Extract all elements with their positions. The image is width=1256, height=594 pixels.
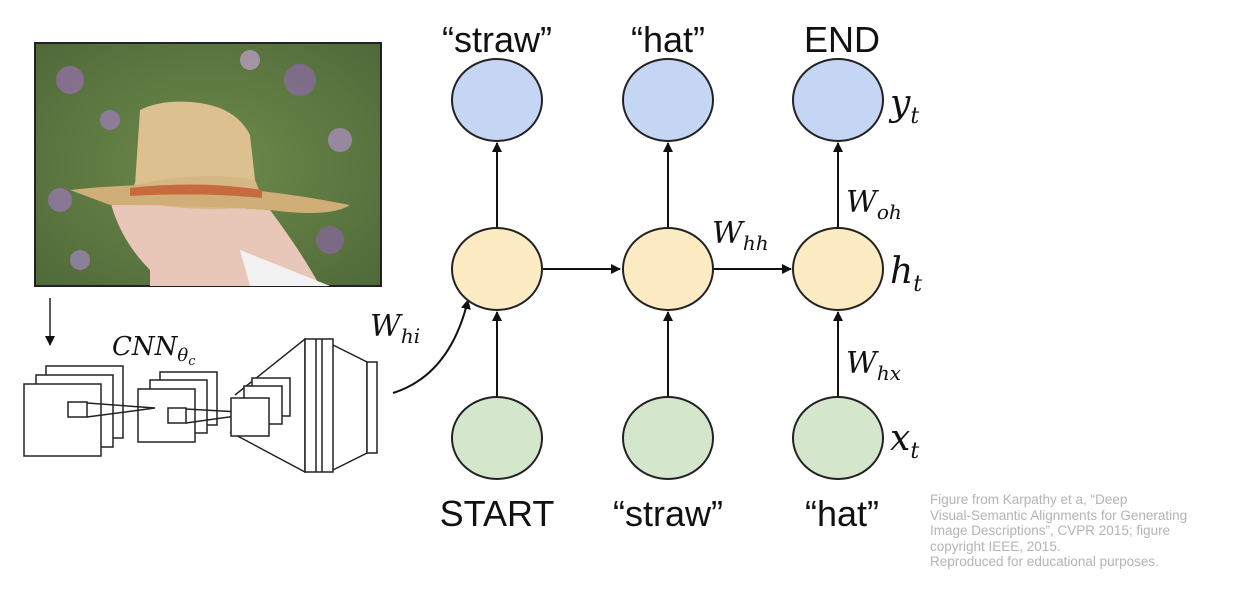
caption-line: copyright IEEE, 2015. [930, 538, 1061, 554]
whi-label: Whi [370, 309, 420, 348]
output-node-2 [622, 58, 714, 142]
input-photo [34, 42, 382, 287]
hidden-node-1 [451, 227, 543, 311]
hidden-node-2 [622, 227, 714, 311]
input-word-1: START [440, 493, 555, 534]
cnn-block [23, 298, 378, 474]
whx-label: Whx [846, 346, 901, 385]
ht-label: ht [890, 251, 922, 297]
output-word-1: “straw” [442, 19, 552, 60]
output-node-1 [451, 58, 543, 142]
xt-label: xt [890, 418, 919, 464]
yt-label: yt [888, 83, 919, 129]
cnn-label: CNNθc [112, 332, 196, 369]
figure-caption: Figure from Karpathy et a, “Deep Visual-… [930, 492, 1250, 570]
caption-line: Figure from Karpathy et a, “Deep [930, 492, 1128, 507]
output-word-2: “hat” [631, 19, 705, 60]
input-word-3: “hat” [805, 493, 879, 534]
whi-arrow [392, 299, 471, 394]
input-word-2: “straw” [613, 493, 723, 534]
input-node-3 [792, 396, 884, 480]
rnn-arrows [492, 142, 843, 397]
caption-line: Reproduced for educational purposes. [930, 554, 1159, 569]
rnn-nodes [451, 58, 884, 480]
output-word-3: END [804, 19, 880, 60]
input-node-1 [451, 396, 543, 480]
woh-label: Woh [846, 185, 902, 224]
whh-label: Whh [712, 216, 769, 255]
caption-line: Visual-Semantic Alignments for Generatin… [930, 507, 1188, 523]
output-node-3 [792, 58, 884, 142]
caption-line: Image Descriptions”, CVPR 2015; figure [930, 523, 1171, 538]
hidden-node-3 [792, 227, 884, 311]
input-node-2 [622, 396, 714, 480]
